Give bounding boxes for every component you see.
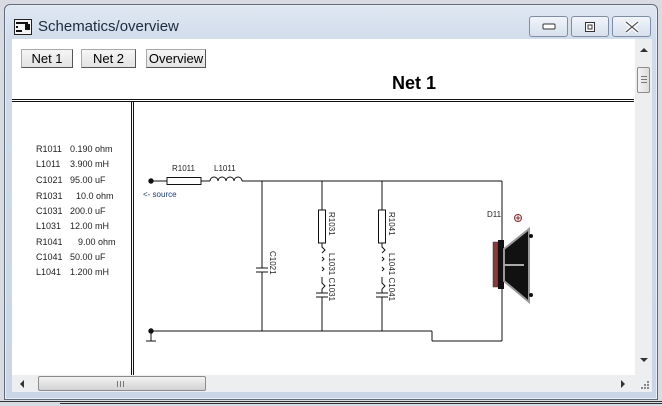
overview-button[interactable]: Overview bbox=[146, 49, 206, 68]
source-label: <- source bbox=[143, 190, 177, 199]
inductor-l1031[interactable] bbox=[321, 243, 326, 290]
label-r1041: R1041 bbox=[387, 212, 396, 236]
desktop-line bbox=[60, 403, 662, 404]
horizontal-scrollbar[interactable] bbox=[12, 375, 635, 392]
divider bbox=[12, 101, 634, 102]
component-value: 12.00 mH bbox=[70, 221, 110, 231]
schematic-view: Net 1 Net 2 Overview Net 1 R1011 0.190 oh… bbox=[12, 39, 652, 392]
net2-button[interactable]: Net 2 bbox=[81, 49, 136, 68]
label-d11: D11 bbox=[487, 210, 502, 219]
label-r1011: R1011 bbox=[172, 164, 196, 173]
resistor-r1011[interactable] bbox=[166, 177, 202, 185]
component-value: 9.00 ohm bbox=[78, 237, 116, 247]
close-icon bbox=[624, 19, 639, 34]
close-button[interactable] bbox=[612, 16, 651, 37]
title-bar[interactable]: Schematics/overview bbox=[5, 5, 657, 43]
resistor-r1041[interactable] bbox=[378, 209, 386, 244]
inductor-l1041[interactable] bbox=[381, 243, 386, 290]
label-r1031: R1031 bbox=[327, 212, 336, 236]
maximize-button[interactable] bbox=[571, 16, 609, 37]
minimize-icon bbox=[542, 23, 555, 29]
component-value: 95.00 uF bbox=[70, 175, 106, 185]
component-name: L1041 bbox=[36, 267, 62, 277]
component-value: 3.900 mH bbox=[70, 159, 110, 169]
app-icon bbox=[14, 19, 32, 35]
component-name: L1031 bbox=[36, 221, 62, 231]
scroll-right-arrow-icon[interactable] bbox=[621, 380, 625, 388]
component-name: R1011 bbox=[36, 144, 62, 154]
label-c1021: C1021 bbox=[268, 251, 277, 275]
minimize-button[interactable] bbox=[529, 16, 568, 37]
component-value: 10.0 ohm bbox=[76, 191, 114, 201]
label-l1041-c1041: L1041 C1041 bbox=[387, 253, 396, 302]
speaker-d11[interactable] bbox=[492, 214, 533, 305]
component-value: 1.200 mH bbox=[70, 267, 110, 277]
divider bbox=[12, 99, 634, 100]
horizontal-scroll-thumb[interactable] bbox=[38, 376, 206, 391]
component-name: R1031 bbox=[36, 191, 63, 201]
plus-terminal-icon bbox=[514, 214, 522, 222]
component-value: 0.190 ohm bbox=[70, 144, 113, 154]
schematics-window: Schematics/overview Net 1 Net 2 Overview… bbox=[4, 4, 658, 400]
divider bbox=[133, 101, 134, 375]
vertical-scroll-thumb[interactable] bbox=[637, 67, 650, 93]
maximize-icon bbox=[585, 21, 595, 32]
component-name: C1031 bbox=[36, 206, 63, 216]
component-name: C1021 bbox=[36, 175, 63, 185]
schematic-diagram: R1011 L1011 <- source D11 C1021 R1031 L1… bbox=[143, 164, 533, 342]
component-value: 200.0 uF bbox=[70, 206, 106, 216]
divider bbox=[131, 101, 132, 375]
scroll-down-arrow-icon[interactable] bbox=[640, 358, 648, 362]
resize-grip-icon[interactable] bbox=[635, 375, 652, 392]
net1-button[interactable]: Net 1 bbox=[21, 49, 73, 68]
resistor-r1031[interactable] bbox=[318, 209, 326, 244]
label-l1031-c1031: L1031 C1031 bbox=[327, 253, 336, 302]
component-name: C1041 bbox=[36, 252, 63, 262]
component-name: L1011 bbox=[36, 159, 61, 169]
desktop-line bbox=[0, 401, 662, 402]
component-name: R1041 bbox=[36, 237, 63, 247]
component-value: 50.00 uF bbox=[70, 252, 106, 262]
net-heading: Net 1 bbox=[392, 73, 437, 93]
vertical-scrollbar[interactable] bbox=[635, 39, 652, 375]
label-l1011: L1011 bbox=[214, 164, 236, 173]
scroll-up-arrow-icon[interactable] bbox=[640, 48, 648, 52]
inductor-l1011[interactable] bbox=[209, 176, 243, 182]
window-title: Schematics/overview bbox=[38, 18, 179, 35]
scroll-left-arrow-icon[interactable] bbox=[20, 380, 24, 388]
